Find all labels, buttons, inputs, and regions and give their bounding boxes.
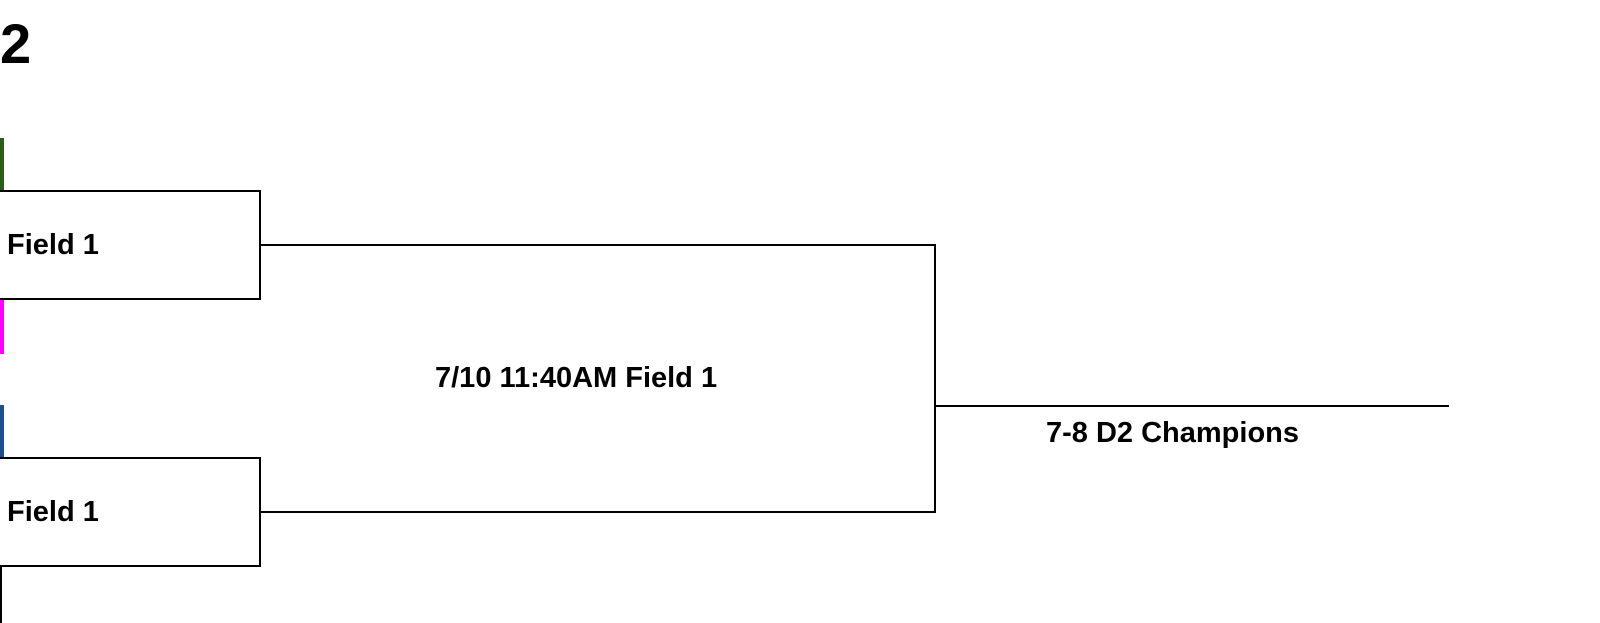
match-box-1: [0, 190, 261, 300]
team-color-marker-2: [0, 299, 4, 354]
match-label-2: Field 1: [7, 496, 99, 528]
champion-label: 7-8 D2 Champions: [1046, 417, 1299, 449]
team-color-marker-4: [0, 566, 2, 623]
match-label-1: Field 1: [7, 229, 99, 261]
connector-line-upper: [259, 244, 936, 246]
team-color-marker-1: [0, 138, 4, 191]
bracket-title: 2: [0, 12, 32, 75]
connector-line-lower: [259, 511, 936, 513]
connector-line-vertical: [934, 244, 936, 513]
team-color-marker-3: [0, 405, 4, 458]
champion-line: [934, 405, 1449, 407]
match-box-2: [0, 457, 261, 567]
final-match-label: 7/10 11:40AM Field 1: [435, 362, 718, 394]
